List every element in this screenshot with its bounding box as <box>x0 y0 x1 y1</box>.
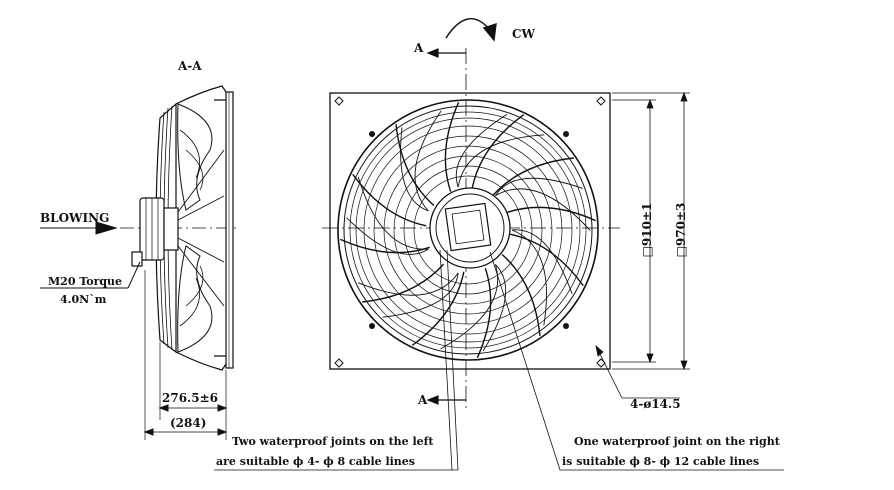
inner-square-dim-label: □910±1 <box>640 202 654 258</box>
fan-blade-edge <box>400 127 429 212</box>
fan-blade <box>511 229 547 326</box>
side-mounting-plate <box>225 91 234 369</box>
guard-spoke <box>471 114 525 189</box>
section-marker-bottom: A <box>418 393 428 407</box>
guard-spoke <box>509 233 584 287</box>
fan-blade-edge <box>511 229 573 294</box>
fan-blade <box>414 110 442 212</box>
side-blade-upper <box>177 103 213 211</box>
rotation-label: CW <box>512 27 536 41</box>
fan-blade <box>457 134 545 188</box>
hole-callout: 4-ø14.5 <box>630 397 681 411</box>
fan-blade <box>357 272 459 296</box>
fan-blade-edge <box>495 177 583 196</box>
blowing-arrowhead <box>95 221 118 235</box>
side-view <box>120 85 238 371</box>
guard-mount-points <box>369 131 569 329</box>
rotation-arrow <box>445 18 497 42</box>
guard-spoke <box>395 124 435 207</box>
depth-dim-label: 276.5±6 <box>162 391 218 405</box>
cable-gland <box>131 251 143 267</box>
guard-spoke <box>362 263 445 303</box>
front-plate <box>329 92 611 370</box>
note-right-line-2: is suitable ϕ 8- ϕ 12 cable lines <box>562 455 760 468</box>
fan-blade-edge <box>382 272 459 318</box>
note-right-line-1: One waterproof joint on the right <box>574 435 780 448</box>
guard-spoke <box>411 271 465 346</box>
side-guard <box>155 102 177 354</box>
guard-spoke <box>340 238 430 254</box>
guard-spoke <box>352 173 427 227</box>
torque-label-1: M20 Torque <box>48 275 123 288</box>
section-arrows <box>426 48 466 405</box>
guard-spoke <box>506 206 596 222</box>
depth-total-dim-label: (284) <box>170 416 207 430</box>
note-left-line-2: are suitable ϕ 4- ϕ 8 cable lines <box>216 455 415 468</box>
side-blade-lower <box>177 245 213 353</box>
airflow-label: BLOWING <box>40 211 110 225</box>
fan-blade-edge <box>455 114 508 188</box>
guard-spoke <box>501 253 541 336</box>
fan-blade <box>357 176 429 250</box>
fan-blade-edge <box>346 217 429 255</box>
guard-spoke <box>491 157 574 197</box>
section-marker-top: A <box>414 41 424 55</box>
front-view <box>322 48 620 410</box>
torque-label-2: 4.0N`m <box>60 293 107 306</box>
guard-spoke <box>476 268 492 358</box>
hub-motor-box <box>444 202 492 252</box>
note-left-line-1: Two waterproof joints on the left <box>232 435 434 448</box>
guard-spoke <box>444 102 460 192</box>
outer-square-dim-label: □970±3 <box>674 202 688 258</box>
view-label: A-A <box>178 59 202 73</box>
fan-blade <box>495 188 591 231</box>
